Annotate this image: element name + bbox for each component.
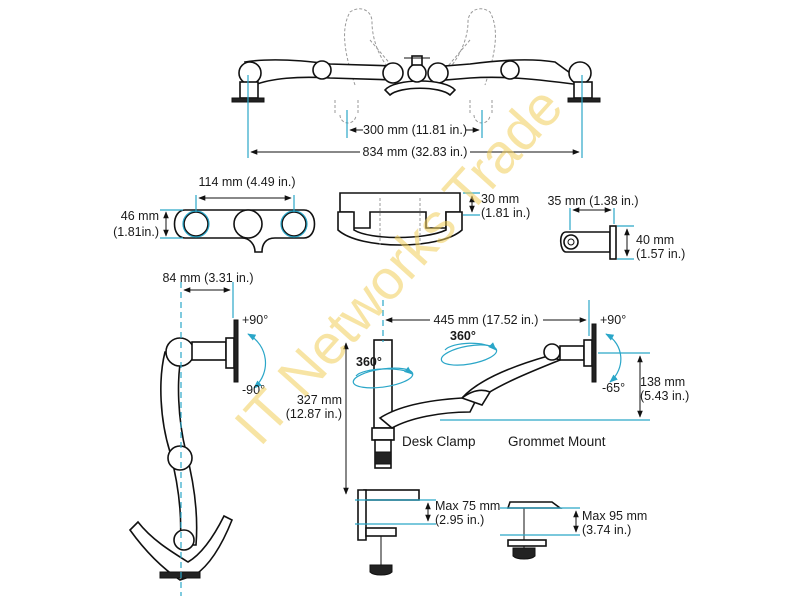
top-view-dimensions <box>247 75 583 158</box>
rotate-pole-label: 360° <box>356 355 382 369</box>
dim-side-offset: 84 mm (3.31 in.) <box>162 271 253 285</box>
dim-front-height-in: (1.81 in.) <box>481 206 530 220</box>
grommet-max-thickness: Max 95 mm <box>582 509 647 523</box>
dim-total-span: 834 mm (32.83 in.) <box>363 145 468 159</box>
clamp-max-thickness-in: (2.95 in.) <box>435 513 484 527</box>
clamp-max-thickness: Max 75 mm <box>435 499 500 513</box>
side-tilt-up: +90° <box>242 313 268 327</box>
dim-inner-span: 300 mm (11.81 in.) <box>363 123 467 137</box>
side-view-drawing <box>128 282 267 596</box>
plate-view-drawing <box>559 207 634 260</box>
dim-main-reach: 445 mm (17.52 in.) <box>434 313 539 327</box>
dim-main-pole-in: (12.87 in.) <box>286 407 342 421</box>
hub-view-drawing <box>160 195 316 253</box>
dim-hub-height-in: (1.81in.) <box>113 225 159 239</box>
dim-main-lift-in: (5.43 in.) <box>640 389 689 403</box>
dim-plate-height: 40 mm <box>636 233 674 247</box>
dim-hub-width: 114 mm (4.49 in.) <box>198 175 295 189</box>
side-tilt-down: -90° <box>242 383 265 397</box>
dim-main-pole: 327 mm <box>297 393 342 407</box>
front-view-drawing <box>337 192 480 246</box>
main-view-drawing <box>343 300 650 576</box>
dim-plate-height-in: (1.57 in.) <box>636 247 685 261</box>
main-tilt-up: +90° <box>600 313 626 327</box>
rotate-upper-label: 360° <box>450 329 476 343</box>
label-desk-clamp: Desk Clamp <box>402 434 476 449</box>
dim-front-height: 30 mm <box>481 192 519 206</box>
label-grommet-mount: Grommet Mount <box>508 434 606 449</box>
dim-hub-height: 46 mm <box>121 209 159 223</box>
dim-main-lift: 138 mm <box>640 375 685 389</box>
top-view-drawing <box>231 8 601 124</box>
grommet-max-thickness-in: (3.74 in.) <box>582 523 631 537</box>
dim-plate-depth: 35 mm (1.38 in.) <box>547 194 638 208</box>
main-tilt-down: -65° <box>602 381 625 395</box>
